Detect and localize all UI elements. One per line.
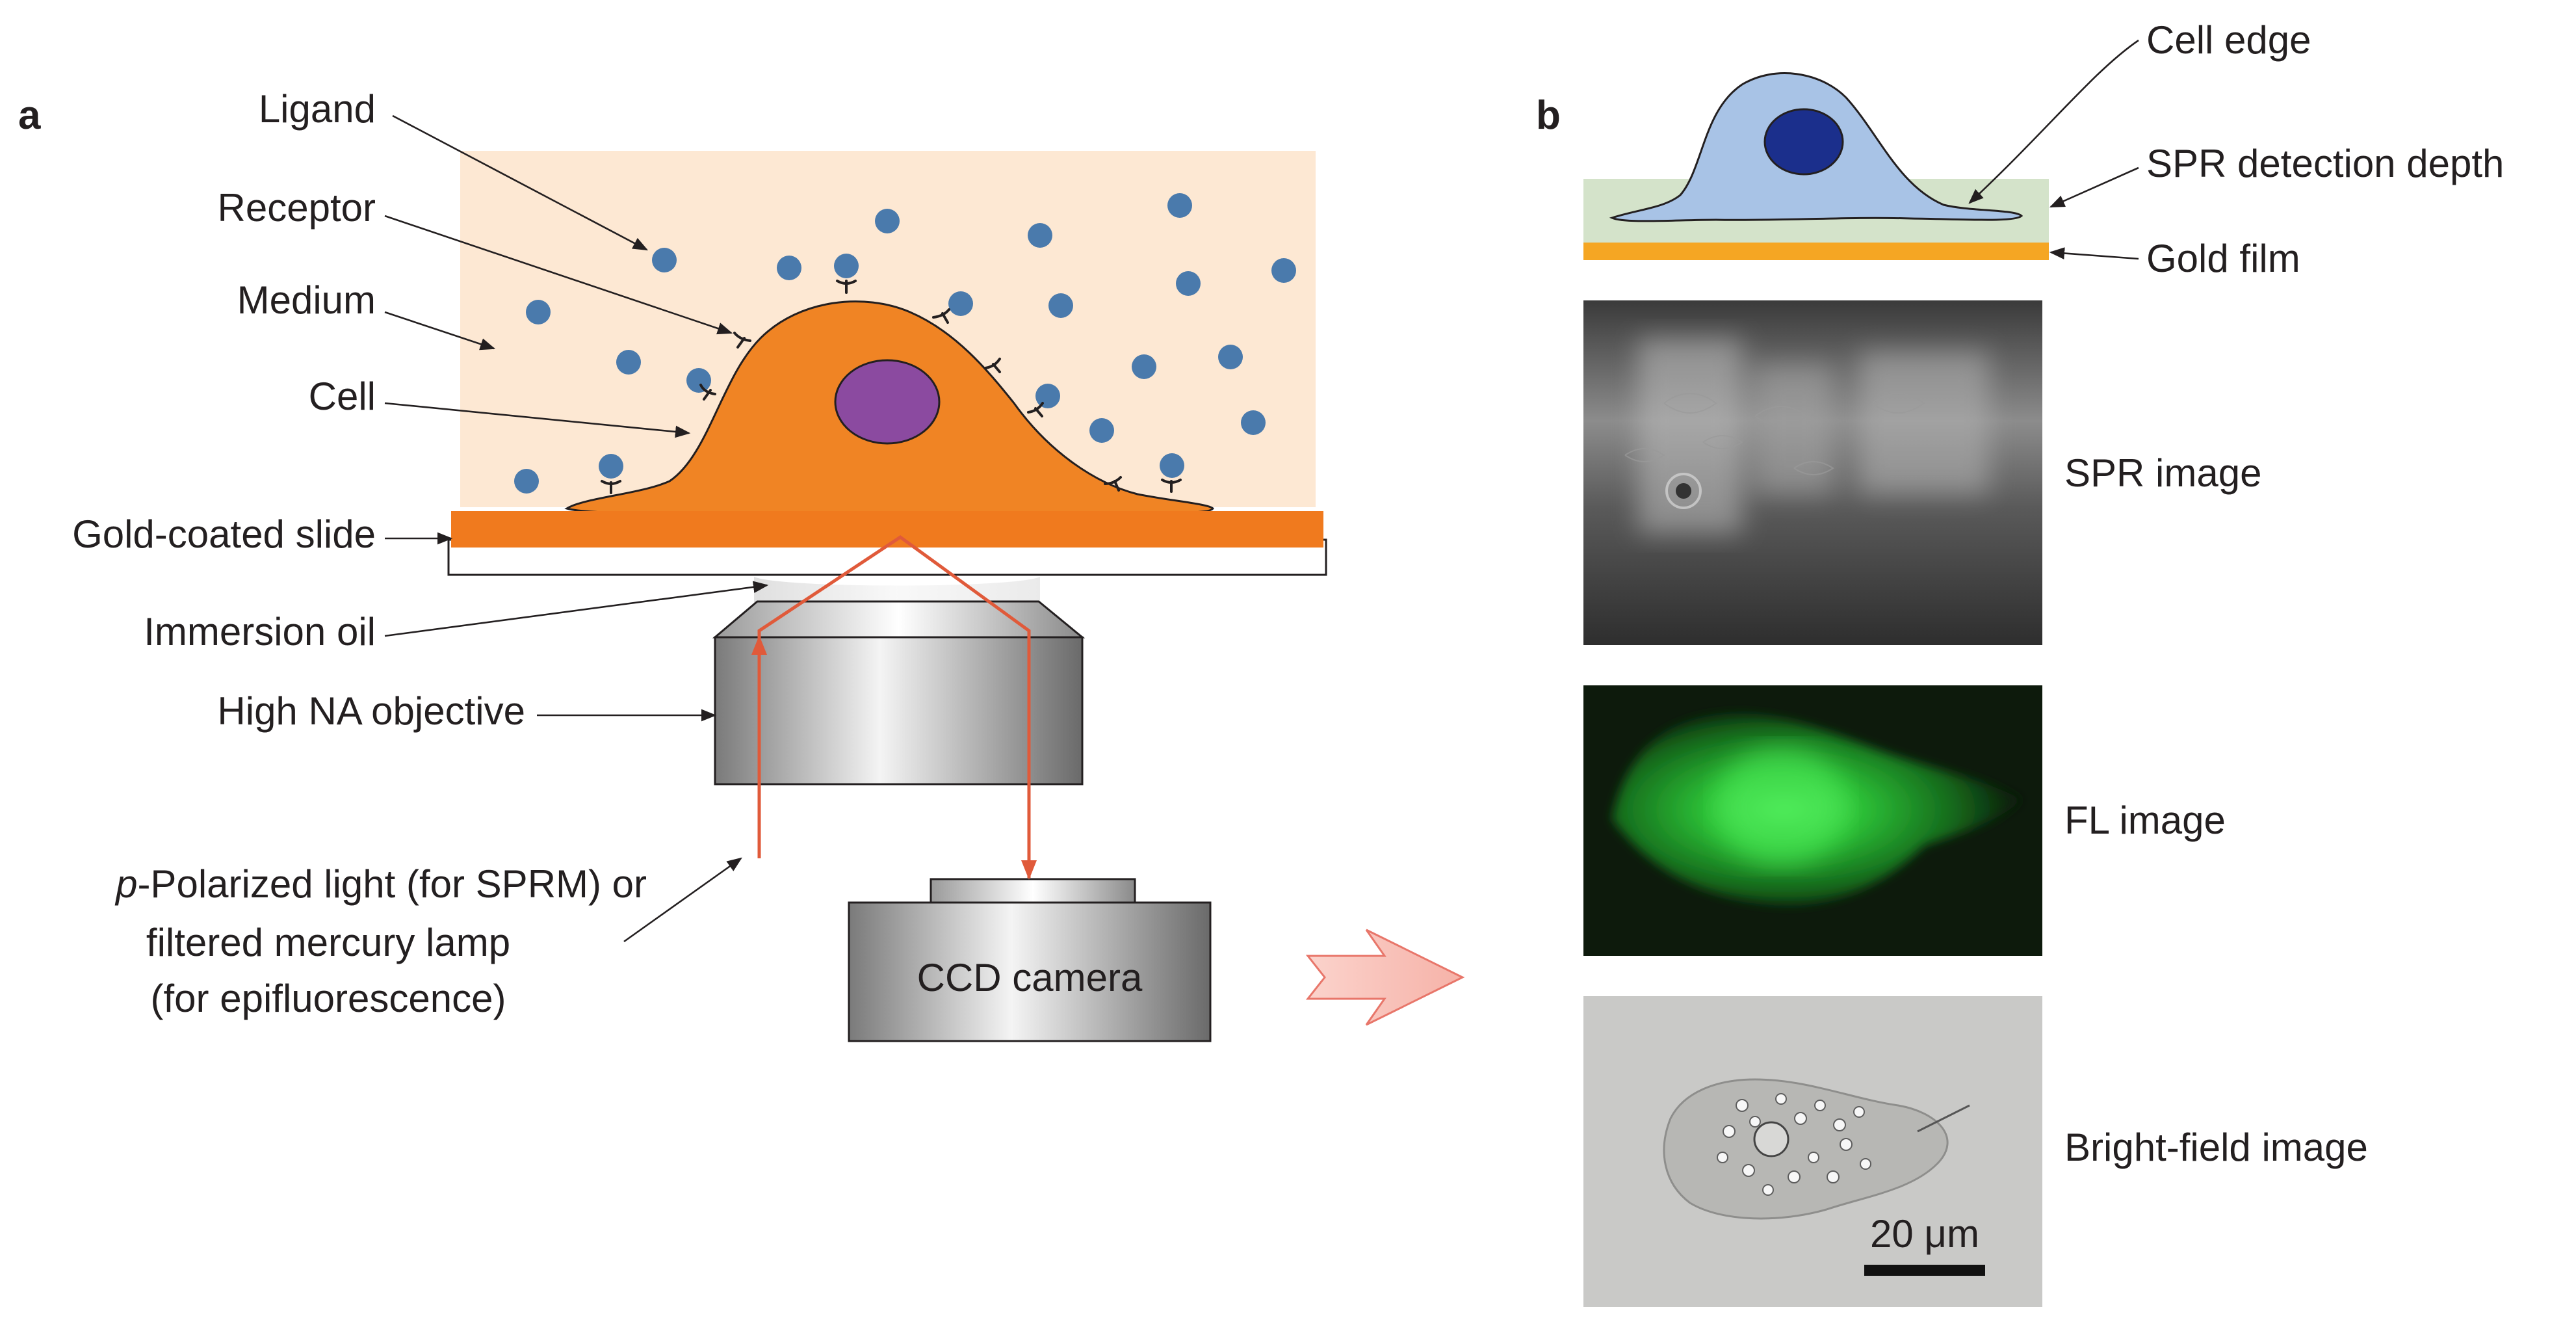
ligand-dot — [1160, 453, 1184, 478]
ligand-dot — [777, 256, 801, 280]
ligand-dot — [1132, 354, 1156, 379]
immersion-oil — [754, 577, 1040, 606]
ligand-dot — [834, 254, 859, 278]
cell-nucleus — [834, 359, 941, 445]
receptors — [601, 280, 1182, 494]
ligand-dot — [1048, 293, 1073, 318]
label-light-line2: filtered mercury lamp — [146, 921, 510, 964]
pointer-medium — [384, 311, 496, 350]
ligand-dot — [1218, 345, 1243, 369]
label-light-line3: (for epifluorescence) — [151, 977, 506, 1020]
pointer-gold-film — [2049, 247, 2139, 260]
label-slide: Gold-coated slide — [72, 512, 376, 556]
fl-image — [1583, 685, 2042, 956]
camera-body — [848, 901, 1212, 1042]
ligand-dot — [616, 350, 641, 375]
panel-b-label: b — [1536, 93, 1561, 138]
label-fl-image: FL image — [2064, 799, 2226, 842]
scale-bar-label: 20 μm — [1870, 1212, 1979, 1256]
label-cell-edge: Cell edge — [2146, 18, 2311, 62]
pointer-spr-depth — [2049, 166, 2139, 208]
receptor-icon — [1161, 479, 1182, 493]
ligand-dot — [514, 469, 539, 494]
pointer-cell-edge — [1968, 39, 2139, 204]
label-spr-depth: SPR detection depth — [2146, 142, 2504, 185]
label-ligand: Ligand — [259, 87, 376, 131]
ligand-dot — [1035, 384, 1060, 408]
label-cell: Cell — [309, 375, 376, 418]
ligand-dot — [875, 209, 900, 233]
label-light-line1: p-Polarized light (for SPRM) or — [114, 862, 647, 906]
ligand-dot — [652, 248, 677, 272]
receptor-icon — [984, 358, 1001, 373]
beam-path — [757, 535, 1037, 880]
ligand-dot — [1089, 418, 1114, 443]
pointer-receptor — [384, 215, 733, 335]
receptor-icon — [1104, 476, 1122, 492]
label-receptor: Receptor — [218, 186, 376, 230]
ligand-molecules — [514, 193, 1296, 494]
bright-field-image: 20 μm — [1583, 996, 2042, 1307]
gold-film — [1583, 243, 2049, 260]
receptor-icon — [932, 308, 950, 324]
ligand-dot — [526, 300, 551, 324]
panel-a-label: a — [18, 93, 41, 138]
receptor-icon — [601, 480, 621, 494]
label-light-rest: -Polarized light (for SPRM) or — [137, 862, 647, 906]
ligand-dot — [599, 454, 623, 479]
scale-bar — [1864, 1265, 1985, 1276]
receptor-icon — [836, 280, 857, 294]
label-gold-film: Gold film — [2146, 237, 2300, 280]
label-oil: Immersion oil — [144, 610, 376, 653]
camera-label: CCD camera — [917, 956, 1143, 999]
gold-layer-top — [451, 511, 1323, 548]
pointer-oil — [384, 581, 769, 637]
pointer-ligand — [392, 114, 649, 251]
ligand-dot — [1167, 193, 1192, 218]
receptor-icon — [699, 384, 716, 401]
objective-body — [714, 636, 1084, 785]
label-medium: Medium — [237, 278, 376, 322]
label-light-italic: p — [114, 862, 137, 906]
ligand-dot — [686, 368, 711, 393]
ligand-dot — [1176, 271, 1201, 296]
ligand-dot — [1241, 410, 1266, 435]
pointer-cell — [384, 402, 691, 438]
pointer-light — [623, 857, 742, 943]
spr-image — [1583, 300, 2042, 645]
ligand-dot — [948, 291, 973, 316]
objective-top — [712, 600, 1086, 639]
light-beam — [751, 535, 1037, 880]
ligand-dot — [1271, 258, 1296, 283]
label-bright-field: Bright-field image — [2064, 1126, 2368, 1169]
camera-lens — [930, 878, 1136, 906]
schematic-nucleus — [1763, 108, 1844, 176]
label-spr-image: SPR image — [2064, 451, 2261, 495]
panel-a-pointers — [384, 114, 769, 943]
label-objective: High NA objective — [217, 689, 525, 733]
receptor-icon — [1027, 402, 1044, 417]
receptor-icon — [733, 332, 751, 349]
panel-b-pointers — [1968, 39, 2139, 260]
ligand-dot — [1028, 223, 1052, 248]
transition-arrow — [1305, 929, 1465, 1026]
